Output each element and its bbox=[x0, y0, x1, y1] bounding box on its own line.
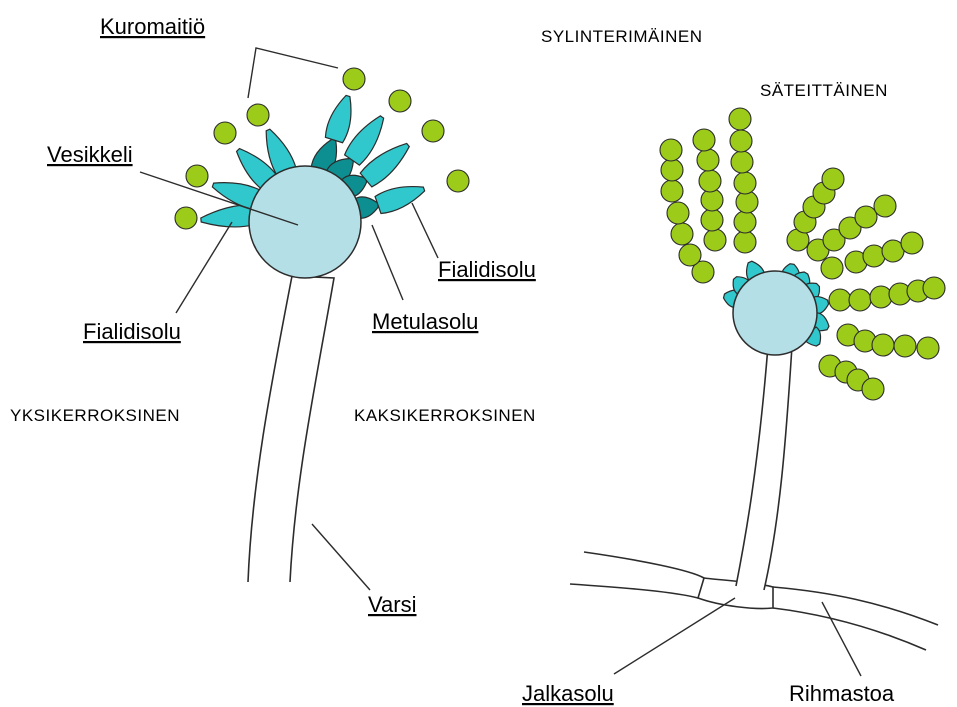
caption-sylinterimainen: SYLINTERIMÄINEN bbox=[541, 27, 702, 46]
conidium bbox=[671, 223, 693, 245]
conidium bbox=[661, 180, 683, 202]
conidium bbox=[923, 277, 945, 299]
conidium bbox=[870, 286, 892, 308]
label-fialidisolu-left: Fialidisolu bbox=[83, 319, 181, 344]
conidium bbox=[660, 139, 682, 161]
label-fialidisolu-right: Fialidisolu bbox=[438, 257, 536, 282]
conidium bbox=[343, 68, 365, 90]
caption-sateittainen: SÄTEITTÄINEN bbox=[760, 81, 888, 100]
conidium bbox=[699, 170, 721, 192]
label-varsi: Varsi bbox=[368, 592, 417, 617]
conidium bbox=[901, 232, 923, 254]
label-jalkasolu: Jalkasolu bbox=[522, 681, 614, 706]
conidium bbox=[731, 151, 753, 173]
conidium bbox=[693, 129, 715, 151]
conidium bbox=[821, 257, 843, 279]
conidium bbox=[734, 211, 756, 233]
conidium bbox=[247, 104, 269, 126]
conidium bbox=[730, 130, 752, 152]
conidium bbox=[447, 170, 469, 192]
conidium bbox=[917, 337, 939, 359]
conidium bbox=[862, 378, 884, 400]
phialide bbox=[325, 95, 351, 142]
conidium bbox=[701, 209, 723, 231]
label-vesikkeli: Vesikkeli bbox=[47, 142, 133, 167]
conidium bbox=[734, 231, 756, 253]
caption-kaksikerroksinen: KAKSIKERROKSINEN bbox=[354, 406, 536, 425]
leader-metulasolu bbox=[372, 225, 403, 300]
conidium bbox=[863, 245, 885, 267]
label-metulasolu: Metulasolu bbox=[372, 309, 478, 334]
conidium bbox=[214, 122, 236, 144]
leader-kuromaitio bbox=[248, 48, 338, 98]
caption-yksikerroksinen: YKSIKERROKSINEN bbox=[10, 406, 180, 425]
conidium bbox=[734, 172, 756, 194]
conidium bbox=[422, 120, 444, 142]
conidium bbox=[186, 165, 208, 187]
label-rihmastoa: Rihmastoa bbox=[789, 681, 895, 706]
leader-jalkasolu bbox=[614, 598, 735, 674]
right-vesicle bbox=[733, 271, 817, 355]
conidium bbox=[874, 195, 896, 217]
right-stalk bbox=[736, 346, 792, 590]
conidium bbox=[175, 207, 197, 229]
left-vesicle bbox=[249, 166, 361, 278]
conidium bbox=[679, 244, 701, 266]
conidium bbox=[667, 202, 689, 224]
leader-rihmastoa bbox=[822, 602, 861, 676]
leader-fialidisolu-right bbox=[412, 203, 438, 258]
label-kuromaitio: Kuromaitiö bbox=[100, 14, 205, 39]
phialide bbox=[375, 187, 425, 214]
left-stalk bbox=[248, 276, 334, 582]
right-conidia-chains bbox=[660, 108, 945, 400]
conidium bbox=[829, 289, 851, 311]
leader-varsi bbox=[312, 524, 370, 590]
conidium bbox=[389, 90, 411, 112]
right-leader-lines bbox=[614, 598, 861, 676]
conidium bbox=[704, 229, 726, 251]
conidium bbox=[661, 159, 683, 181]
conidium bbox=[697, 149, 719, 171]
right-conidiophore bbox=[570, 108, 945, 676]
conidium bbox=[894, 335, 916, 357]
conidium bbox=[822, 168, 844, 190]
conidium bbox=[872, 334, 894, 356]
leader-fialidisolu-left bbox=[176, 222, 232, 313]
conidium bbox=[849, 289, 871, 311]
conidium bbox=[729, 108, 751, 130]
conidium bbox=[855, 206, 877, 228]
